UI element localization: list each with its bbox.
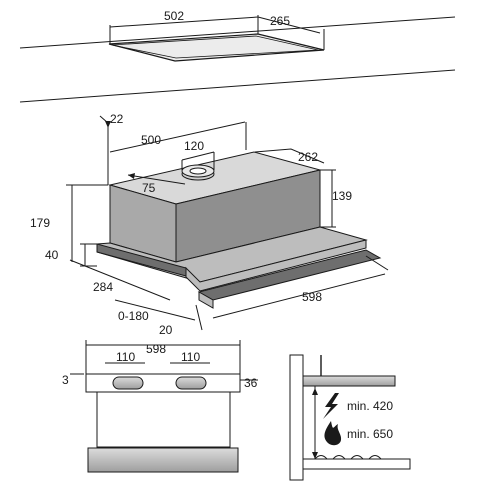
gas-flame-icon [324,421,342,446]
visor-body [185,239,367,292]
front-36-label: 36 [244,376,258,390]
electric-clearance-label: min. 420 [347,399,393,413]
dim-120-label: 120 [184,139,204,153]
right-fan-slot [175,376,207,390]
front-view: 598 110 110 3 36 [62,340,258,473]
dim-598-label: 598 [302,290,322,304]
dim-120-line [181,151,215,161]
dim-598-ext [365,255,389,271]
front-visor [87,447,239,473]
panel-inner-edge [111,35,319,59]
dim-502-label: 502 [164,9,184,23]
clearance-arrow-top [312,388,318,395]
hob-burners [314,455,382,460]
front-3-label: 3 [62,373,69,387]
dim-262-label: 262 [298,150,318,164]
dim-284-label: 284 [93,280,113,294]
dim-265-label: 265 [270,14,290,28]
dim-179-label: 179 [30,216,50,230]
dim-20-line [195,304,203,331]
worktop-line-lower [19,69,456,103]
clearance-arrow-bottom [312,452,318,459]
dim-40-label: 40 [45,248,59,262]
dim-75-line [127,174,186,185]
dim-284-line [69,259,171,301]
visor-end [198,291,214,309]
dim-0-180-label: 0-180 [118,309,149,323]
dim-75-arrow [128,173,135,179]
dim-500-line [109,121,246,153]
front-110-right-label: 110 [181,350,200,364]
dim-502-line [109,16,259,28]
front-body [96,391,231,448]
hood-isometric-view: 22 500 120 262 75 139 179 40 284 [30,112,389,337]
dim-265-line [257,16,321,34]
dim-22-arrow [105,121,111,128]
front-top-band [85,373,241,393]
dim-139-label: 139 [332,189,352,203]
panel-cutout [108,33,325,62]
front-body-sides [96,392,231,447]
worktop-line-upper [19,16,456,49]
wall [289,354,304,481]
electric-hob-icon [323,393,339,419]
dim-20-label: 20 [159,323,173,337]
installed-hood [302,375,396,387]
dim-598-line [212,273,386,319]
hob [302,458,411,470]
top-panel-view: 502 265 [19,9,456,103]
dim-262-line [254,148,325,164]
dim-22-label: 22 [110,112,124,126]
front-110-left-label: 110 [116,350,135,364]
install-clearance-view: min. 420 min. 650 [289,354,411,481]
gas-clearance-label: min. 650 [347,427,393,441]
left-fan-slot [112,376,144,390]
duct-opening [189,167,207,175]
front-598-label: 598 [146,342,166,356]
dim-0-180-line [114,299,196,321]
dim-500-label: 500 [141,133,161,147]
dim-75-label: 75 [142,181,156,195]
